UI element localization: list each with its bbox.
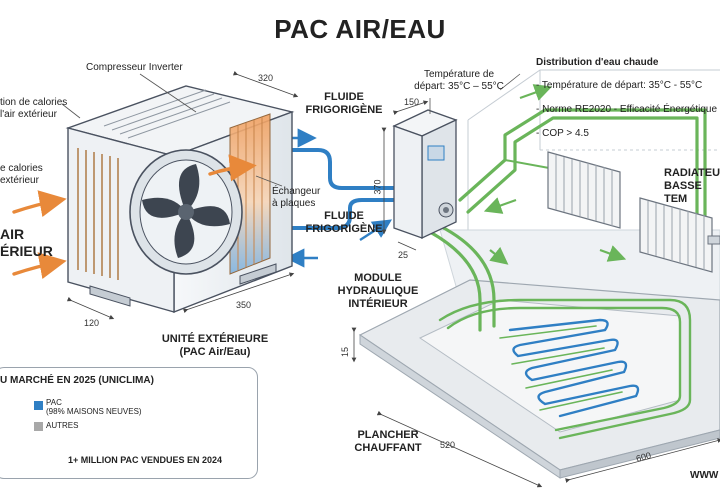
distribution-block: Distribution d'eau chaude - Température … — [536, 45, 717, 151]
dim-520: 520 — [440, 440, 456, 450]
label-air-captation: tion de calories l'air extérieur — [0, 97, 68, 120]
dim-120: 120 — [84, 318, 100, 328]
radiator-upper — [547, 151, 621, 229]
label-plancher-chauffant: PLANCHER CHAUFFANT — [354, 429, 422, 454]
legend-label-pac: PAC (98% MAISONS NEUVES) — [46, 398, 142, 417]
label-calories-exterieur: e calories extérieur — [0, 163, 43, 186]
radiator-lower — [639, 197, 720, 273]
label-compresseur: Compresseur Inverter — [86, 62, 183, 73]
label-unite-exterieure: UNITÉ EXTÉRIEURE (PAC Air/Eau) — [161, 333, 269, 358]
label-www: WWW — [690, 470, 719, 481]
flow-arrows-green — [483, 84, 627, 265]
market-title: U MARCHÉ EN 2025 (UNICLIMA) — [0, 375, 154, 386]
refrigerant-pipes — [260, 148, 398, 230]
label-temperature-depart: Température de départ: 35°C – 55°C — [414, 69, 504, 92]
label-module-hydraulique: MODULE HYDRAULIQUE INTÉRIEUR — [337, 272, 419, 310]
legend-label-autres: AUTRES — [46, 421, 79, 430]
distribution-item: - Norme RE2020 - Efficacité Énergétique — [536, 103, 718, 115]
label-air-exterieur: AIR ÉRIEUR — [0, 226, 53, 259]
label-radiateurs: RADIATEUR BASSE TEM — [664, 167, 720, 205]
warm-air-arrows — [12, 154, 257, 280]
legend-swatch-autres — [34, 422, 43, 431]
market-panel — [0, 367, 258, 479]
label-fluide-frigorigene-top: FLUIDE FRIGORIGÈNE — [305, 91, 383, 116]
fan — [129, 149, 243, 275]
distribution-item: - COP > 4.5 — [536, 127, 589, 139]
leader-lines — [61, 73, 521, 187]
dim-320: 320 — [258, 73, 274, 83]
market-footer: 1+ MILLION PAC VENDUES EN 2024 — [67, 455, 223, 465]
dim-25: 25 — [398, 250, 409, 260]
legend-swatch-pac — [34, 401, 43, 410]
label-fluide-frigorigene-bottom: FLUIDE FRIGORIGÈNE — [305, 210, 383, 235]
dimension-lines — [66, 70, 720, 488]
page-title: PAC AIR/EAU — [274, 14, 446, 44]
dim-150: 150 — [404, 97, 420, 107]
dim-350: 350 — [236, 300, 252, 310]
hydraulic-module — [392, 109, 458, 240]
distribution-item: - Température de départ: 35°C - 55°C — [536, 80, 703, 92]
distribution-heading: Distribution d'eau chaude — [536, 56, 659, 68]
label-echangeur: Échangeur à plaques — [272, 186, 321, 209]
dim-15: 15 — [340, 346, 351, 358]
dim-370: 370 — [372, 179, 383, 195]
